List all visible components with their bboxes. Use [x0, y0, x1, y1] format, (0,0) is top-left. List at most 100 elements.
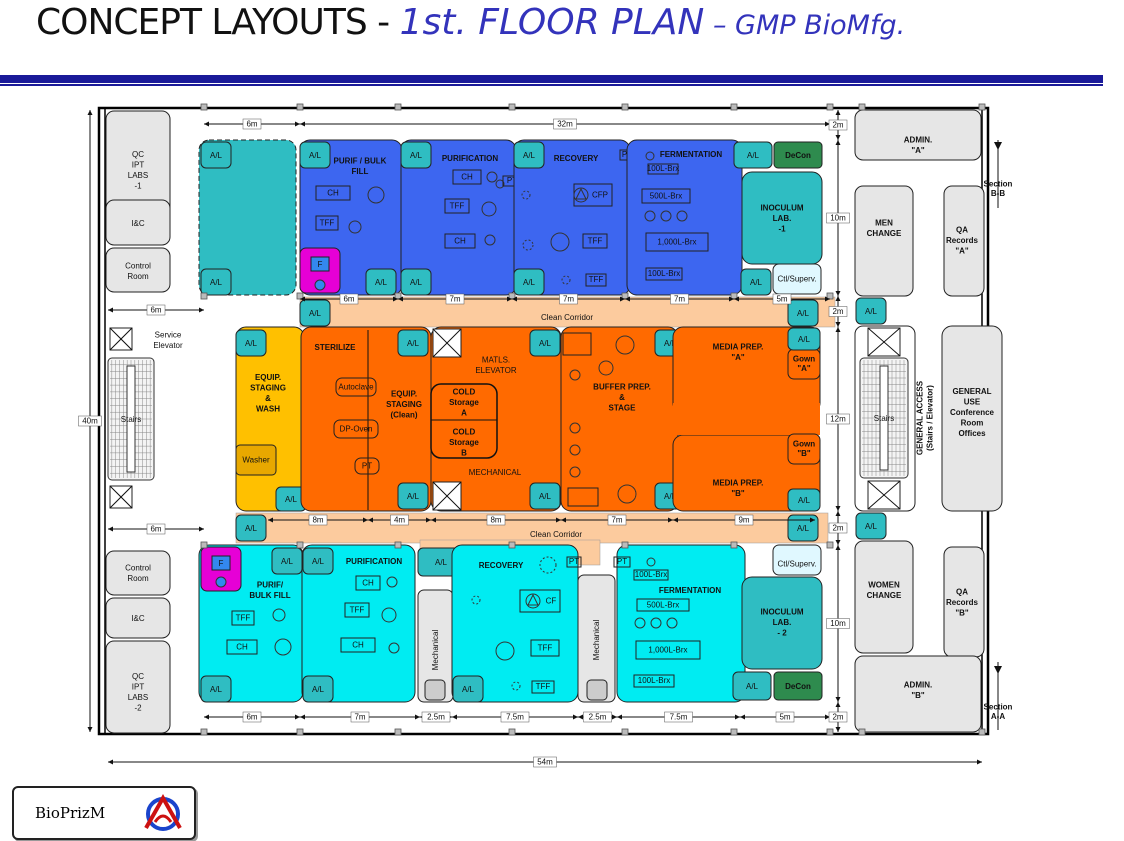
dim-2m-a-text: 2m — [832, 120, 843, 129]
inoculum-lab-1-label-2: -1 — [778, 224, 786, 233]
ch-b1-box — [226, 639, 258, 655]
al-t2-text: A/L — [410, 151, 423, 160]
valve-b3b — [511, 681, 521, 691]
ch-b1-text: CH — [236, 642, 248, 651]
cold-storage-a-label-0: COLD — [453, 387, 476, 396]
al-b2-text: A/L — [312, 557, 325, 566]
qc-ipt-labs-2-label-0: QC — [132, 672, 144, 681]
inoculum-lab-2-label-1: LAB. — [773, 618, 792, 627]
dim-7m-c-tag — [670, 293, 689, 305]
title-part2: 1st. FLOOR PLAN — [399, 2, 705, 43]
section-bb-label-0: Section — [984, 180, 1013, 189]
cf-b-triangle — [527, 593, 539, 606]
qc-ipt-labs-1-label-1: IPT — [132, 161, 145, 170]
dim-6m-row1-arrowL — [300, 296, 305, 302]
dim-7_5m-b-tag — [664, 711, 693, 723]
cold-storage-b-label-1: Storage — [449, 438, 479, 447]
dim-7m-a-tag — [445, 293, 465, 305]
tff-b2-box — [344, 602, 370, 618]
dim-2m-b-tag — [828, 306, 848, 317]
ch-t2b-box — [444, 233, 476, 249]
dim-7m-c-arrowL — [625, 296, 630, 302]
ic-room-top — [105, 199, 171, 246]
ch-b2b-box — [340, 637, 376, 653]
dim-10m-b-tag — [826, 618, 850, 629]
al-m6-box — [529, 482, 561, 510]
dim-6m-mid1-text: 6m — [150, 305, 161, 314]
buffer-prep-box2 — [567, 487, 599, 507]
matls-elevator-top-x2 — [432, 328, 462, 358]
l100-b4b-box — [633, 674, 675, 688]
women-change — [854, 540, 914, 654]
dim-2_5m-a-tag — [421, 711, 451, 723]
cfp-t3-triangle — [575, 187, 587, 200]
admin-a — [854, 109, 982, 161]
dim-6m-top-arrowR — [295, 121, 300, 127]
f-box-bottom-label: F — [219, 559, 224, 568]
tff-b1-box — [231, 610, 255, 626]
pt-b3-text: PT — [569, 557, 579, 566]
column-bottom-6 — [826, 728, 834, 736]
dim-2m-c-arrowB — [835, 540, 841, 545]
dim-7m-mid-text: 7m — [611, 515, 622, 524]
column-bottom-3 — [508, 728, 516, 736]
vessel-t4c — [676, 210, 688, 222]
gown-b-label-1: "B" — [797, 449, 811, 458]
title-rule-thin — [0, 84, 1103, 86]
general-use — [941, 325, 1003, 512]
dim-10m-b-text: 10m — [830, 619, 846, 628]
media-prep-a-label-0: MEDIA PREP. — [713, 343, 764, 352]
pt-t2-text: PT — [507, 176, 517, 185]
ctl-superv-top — [772, 263, 822, 295]
al-t2-box — [400, 141, 432, 169]
dim-7m-c-arrowR — [729, 296, 734, 302]
al-t3-box — [513, 141, 545, 169]
dim-7m-a-arrowL — [398, 296, 403, 302]
dim-9m-arrowL — [673, 517, 678, 523]
vessel-b4a — [634, 617, 646, 629]
dim-12m-tag — [826, 413, 850, 425]
al-t3b-text: A/L — [523, 278, 536, 287]
al-m10-box — [787, 327, 821, 351]
al-m6-text: A/L — [539, 492, 552, 501]
purification-bottom — [301, 544, 416, 703]
media-prep-gap — [673, 403, 820, 435]
dim-6m-bot-text: 6m — [246, 712, 257, 721]
qa-records-a-label-1: Records — [946, 236, 979, 245]
al-b1-text: A/L — [281, 557, 294, 566]
vessel-b4b — [650, 617, 662, 629]
media-prep-b-label-1: "B" — [731, 489, 745, 498]
al-e1-box — [855, 297, 887, 325]
qa-records-b-label-1: Records — [946, 598, 979, 607]
admin-b — [854, 655, 982, 733]
column-east-top-1 — [978, 103, 986, 111]
mechanical-bottom-1-label: Mechanical — [431, 630, 440, 671]
tff-b3b-box — [531, 680, 555, 694]
ic-room-bottom-label: I&C — [131, 614, 145, 623]
dim-4m-tag — [390, 514, 409, 526]
gown-a-label-1: "A" — [797, 364, 811, 373]
al-m7-text: A/L — [664, 339, 677, 348]
inoculum-lab-2-label-0: INOCULUM — [760, 607, 803, 616]
dim-12m-text: 12m — [830, 414, 846, 423]
al-b2b-box — [302, 675, 334, 703]
dim-7m-mid-tag — [607, 514, 627, 526]
buffer-prep-label-2: STAGE — [609, 403, 637, 412]
al-t1-box — [299, 141, 331, 169]
valve-b3a — [471, 595, 481, 605]
cfp-t3-label: CFP — [592, 190, 608, 199]
dim-7m-bot-arrowL — [300, 714, 305, 720]
dim-2m-c-tag — [828, 522, 848, 534]
pt-b4-box — [613, 556, 631, 568]
inoculum-lab-2 — [741, 576, 823, 670]
column-top-4 — [621, 103, 629, 111]
dim-5m-top-arrowL — [734, 296, 739, 302]
autoclave-box — [335, 377, 377, 397]
vessel-b2a — [386, 576, 398, 588]
section-bb-arrow — [994, 142, 1002, 150]
mechanical-bottom-2 — [577, 574, 616, 703]
qc-ipt-labs-2-label-3: -2 — [134, 704, 142, 713]
dim-2m-c-arrowT — [835, 511, 841, 516]
purif-bulk-fill-bottom-label-0: PURIF/ — [257, 581, 284, 590]
al-t1b-text: A/L — [375, 278, 388, 287]
